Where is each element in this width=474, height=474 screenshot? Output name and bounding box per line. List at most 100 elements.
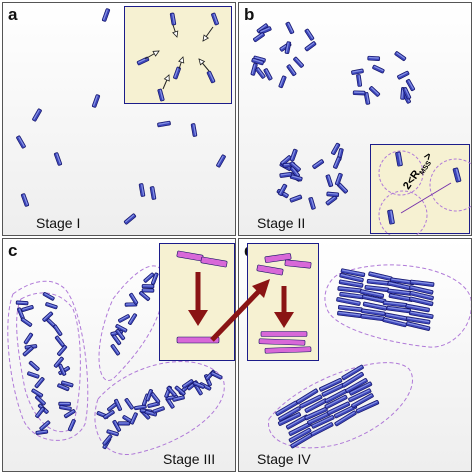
panel-d-rods (268, 264, 471, 449)
rod (337, 304, 363, 312)
rod (278, 183, 288, 196)
rod (152, 406, 165, 414)
rod (32, 108, 42, 122)
rod (339, 291, 364, 300)
panel-a-letter: a (8, 5, 18, 24)
rod (251, 57, 265, 66)
rod (118, 314, 130, 323)
rod (341, 364, 364, 381)
panel-a-stage-label: Stage I (36, 215, 81, 231)
magenta-rod (284, 259, 312, 269)
rod (110, 344, 121, 356)
rod (345, 378, 368, 394)
rod (16, 135, 26, 149)
rod (409, 290, 434, 301)
rod (304, 28, 315, 41)
rod (173, 66, 181, 80)
rod (157, 88, 165, 102)
rod (34, 377, 45, 389)
rod (42, 292, 55, 301)
rod (182, 379, 194, 389)
rod (57, 383, 70, 392)
rod (141, 284, 155, 289)
panel-a-inset (124, 6, 232, 104)
rod (27, 371, 40, 379)
rod (363, 92, 371, 105)
velocity-arrow-icon (172, 24, 179, 38)
rod (63, 409, 76, 419)
panel-b-stage-label: Stage II (257, 215, 306, 231)
rod (326, 191, 340, 198)
rod (145, 389, 153, 402)
rod (359, 289, 385, 299)
rod (339, 272, 364, 283)
rod (409, 279, 435, 287)
rod (144, 410, 158, 417)
rod (355, 400, 380, 414)
rod (150, 392, 161, 404)
rod (20, 317, 33, 327)
rod (59, 405, 72, 411)
rod (101, 8, 111, 22)
rod (280, 155, 292, 166)
velocity-arrows-inset (136, 12, 219, 102)
rod (106, 429, 119, 437)
rod (402, 87, 412, 100)
rod (143, 272, 155, 283)
magenta-rod (200, 256, 228, 268)
rod (279, 171, 293, 178)
rod (58, 401, 71, 406)
rod (174, 385, 186, 396)
rod (304, 41, 317, 52)
rod (263, 68, 273, 81)
rod (123, 213, 137, 225)
rod (409, 296, 434, 307)
rod (285, 414, 309, 430)
rod (58, 363, 67, 376)
rod (284, 41, 292, 55)
magenta-rod (258, 338, 306, 346)
rod (278, 75, 287, 89)
rod (390, 277, 415, 286)
rod (35, 406, 45, 419)
rod (31, 388, 44, 398)
rod (352, 90, 366, 96)
panel-c-letter: c (8, 241, 18, 260)
rod (289, 148, 298, 162)
rod (333, 156, 342, 169)
rod (115, 328, 126, 341)
rod (134, 404, 147, 411)
rod (151, 272, 159, 285)
rod (255, 67, 266, 79)
rod (190, 123, 198, 137)
rod (351, 393, 374, 409)
velocity-arrow-icon (144, 50, 160, 60)
rod (299, 394, 323, 409)
rod (351, 68, 364, 75)
rod (285, 21, 295, 35)
rod (368, 86, 381, 97)
rod (311, 415, 335, 429)
rod (289, 161, 301, 172)
rod (337, 310, 362, 318)
rod (139, 291, 151, 301)
rod (334, 172, 343, 186)
rod (308, 197, 316, 210)
rod (166, 385, 177, 397)
rod (275, 400, 298, 417)
rod (341, 371, 364, 388)
panel-b: b 2<RMSS> Stage II (238, 2, 472, 236)
magenta-rod (176, 336, 220, 344)
rod (289, 194, 303, 203)
rod (124, 302, 138, 307)
rod (307, 411, 331, 426)
velocity-arrow-icon (162, 74, 170, 90)
magenta-rod (256, 264, 284, 276)
rod (278, 406, 301, 422)
rod (336, 297, 361, 306)
panel-a-rods (16, 8, 226, 225)
rod (337, 286, 363, 294)
velocity-arrow-icon (202, 26, 214, 42)
panel-b-letter: b (244, 5, 255, 24)
rod (115, 324, 128, 333)
